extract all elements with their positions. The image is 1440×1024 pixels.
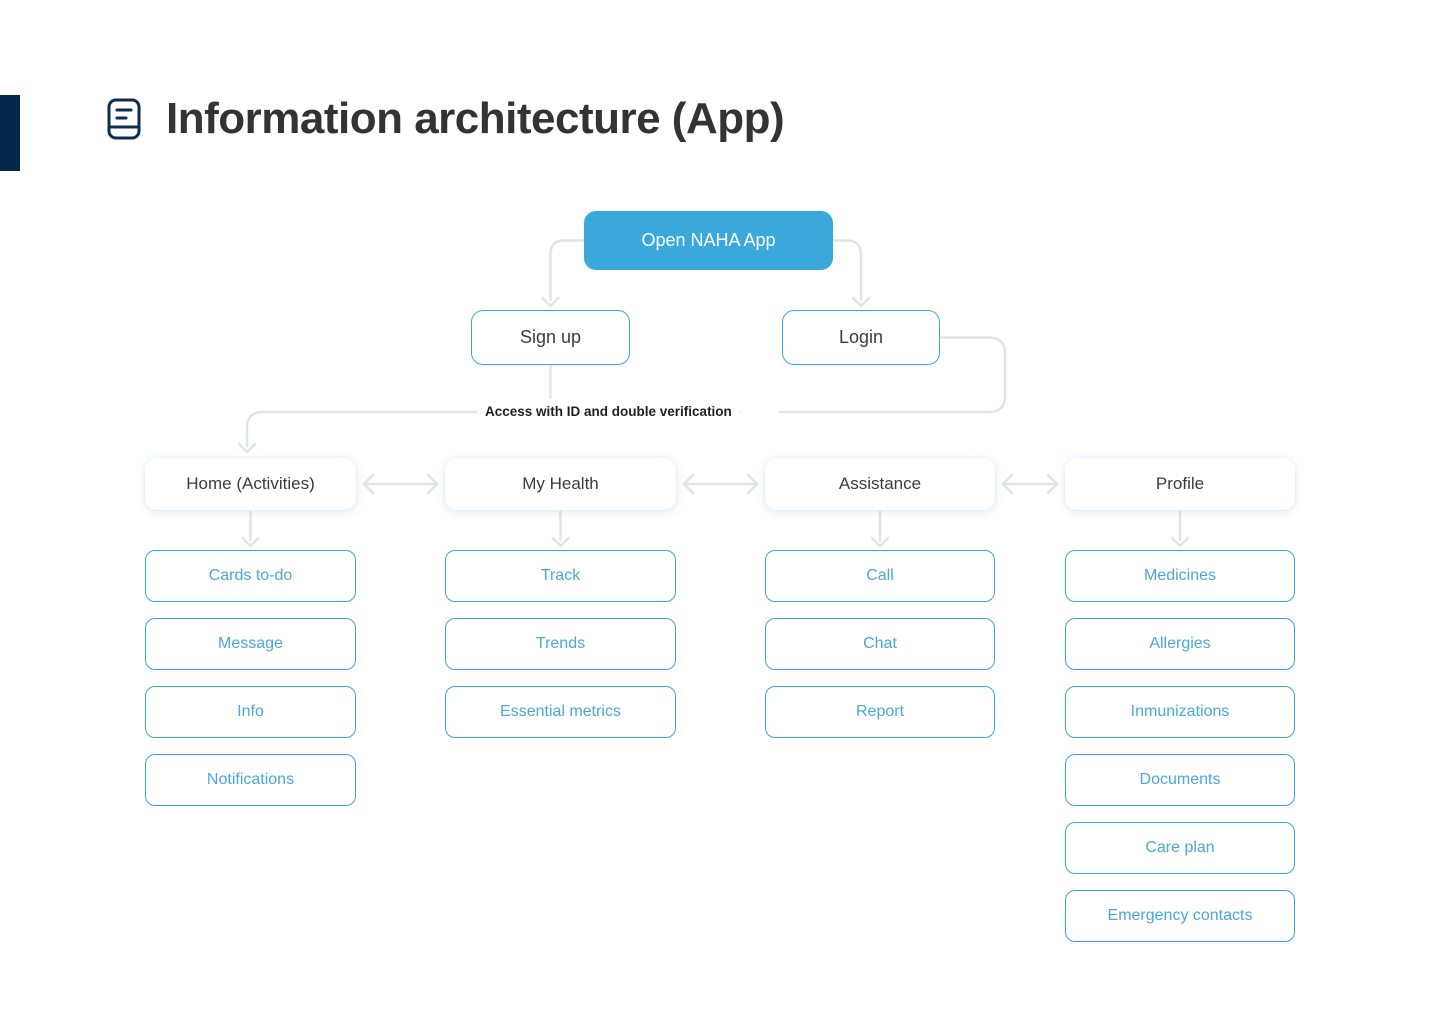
- node-item-cards-to-do[interactable]: Cards to-do: [145, 550, 356, 602]
- node-section-profile[interactable]: Profile: [1065, 458, 1295, 510]
- node-open-app[interactable]: Open NAHA App: [584, 211, 833, 270]
- node-item-documents[interactable]: Documents: [1065, 754, 1295, 806]
- node-item-essential-metrics[interactable]: Essential metrics: [445, 686, 676, 738]
- node-item-inmunizations[interactable]: Inmunizations: [1065, 686, 1295, 738]
- node-item-chat[interactable]: Chat: [765, 618, 995, 670]
- node-section-home-activities[interactable]: Home (Activities): [145, 458, 356, 510]
- node-section-assistance[interactable]: Assistance: [765, 458, 995, 510]
- document-icon: [104, 97, 144, 141]
- node-login[interactable]: Login: [782, 310, 940, 365]
- node-item-trends[interactable]: Trends: [445, 618, 676, 670]
- node-item-care-plan[interactable]: Care plan: [1065, 822, 1295, 874]
- page-title: Information architecture (App): [166, 94, 785, 143]
- accent-bar: [0, 95, 20, 171]
- node-sign-up[interactable]: Sign up: [471, 310, 630, 365]
- node-item-emergency-contacts[interactable]: Emergency contacts: [1065, 890, 1295, 942]
- node-item-notifications[interactable]: Notifications: [145, 754, 356, 806]
- node-item-report[interactable]: Report: [765, 686, 995, 738]
- node-item-medicines[interactable]: Medicines: [1065, 550, 1295, 602]
- node-item-call[interactable]: Call: [765, 550, 995, 602]
- node-item-info[interactable]: Info: [145, 686, 356, 738]
- node-section-my-health[interactable]: My Health: [445, 458, 676, 510]
- node-item-message[interactable]: Message: [145, 618, 356, 670]
- page-header: Information architecture (App): [104, 94, 785, 143]
- node-item-track[interactable]: Track: [445, 550, 676, 602]
- edge-label-verification: Access with ID and double verification: [477, 405, 740, 419]
- node-item-allergies[interactable]: Allergies: [1065, 618, 1295, 670]
